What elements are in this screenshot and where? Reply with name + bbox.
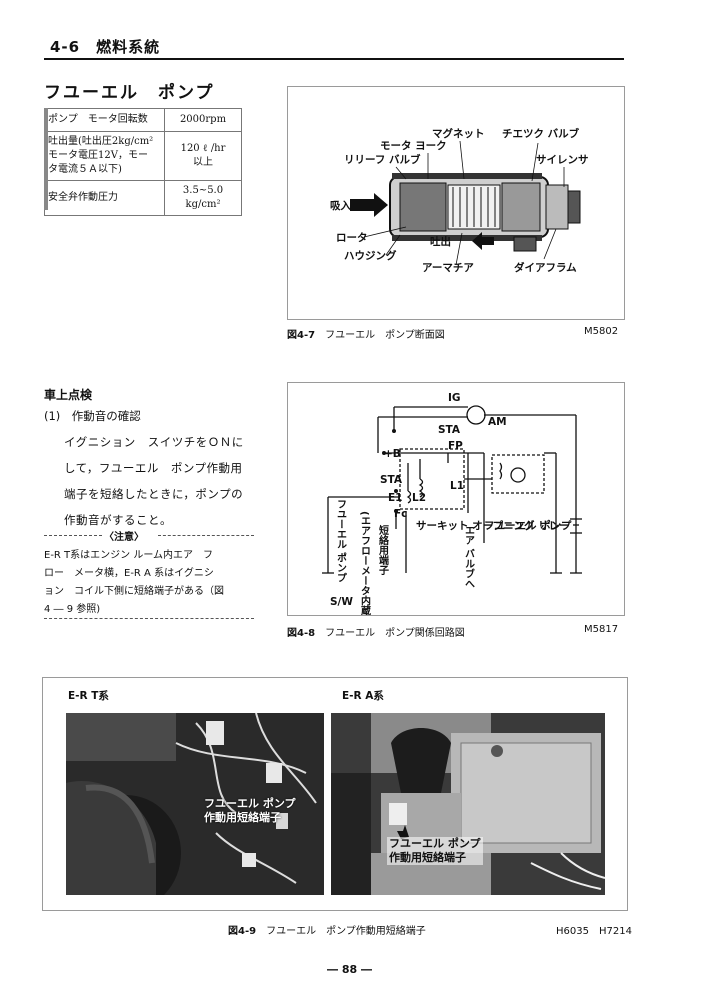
caption-text: フユーエル ポンプ断面図	[325, 330, 445, 341]
label-afm: (エアフローメータ内蔵)	[359, 511, 371, 615]
label-sw: S/W	[330, 596, 353, 608]
label-am: AM	[488, 416, 507, 428]
label-magnet: マグネット	[432, 127, 485, 140]
label-outlet: 吐出	[430, 235, 451, 248]
note-line: ロー メータ横，E-R A 系はイグニシ	[44, 568, 214, 579]
label-relay: サーキット オープニング リレー	[416, 519, 570, 532]
label-rotor: ロータ	[336, 232, 368, 244]
figure-4-9-caption: 図4-9 フユーエル ポンプ作動用短絡端子	[228, 922, 426, 937]
table-row: 吐出量(吐出圧2kg/cm² モータ電圧12V，モー タ電流５Ａ以下) 120 …	[44, 131, 242, 181]
label-armature: アーマチア	[422, 262, 474, 274]
body-line: イグニション スイツチをＯＮに	[64, 435, 244, 449]
engine-photo-rt: フユーエル ポンプ 作動用短絡端子	[66, 713, 324, 895]
photo-label-rt: E-R T系	[68, 690, 109, 702]
label-l1: L1	[450, 480, 464, 492]
spec-value: 3.5~5.0 kg/cm²	[164, 180, 242, 216]
figure-code: H6035 H7214	[556, 926, 632, 937]
label-intake: 吸入	[330, 200, 351, 212]
label-fc: Fc	[394, 508, 407, 520]
section-heading: 車上点検	[44, 388, 93, 402]
caption-text: フユーエル ポンプ関係回路図	[325, 628, 465, 639]
body-line: 端子を短絡したときに，ポンプの	[64, 487, 244, 501]
figure-4-7-caption: 図4-7 フユーエル ポンプ断面図	[287, 326, 445, 341]
check-item: (1) 作動音の確認	[44, 408, 141, 424]
pump-cross-section-diagram: マグネット モータ ヨーク チエツク バルブ リリーフ バルブ サイレンサ 吸入…	[330, 127, 589, 274]
label-ig: IG	[448, 392, 461, 404]
table-row: 安全弁作動圧力 3.5~5.0 kg/cm²	[44, 180, 242, 216]
item-title: 作動音の確認	[71, 409, 141, 423]
body-line: 作動音がすること。	[64, 513, 172, 527]
page-number: ― 88 ―	[327, 963, 372, 976]
label-sta: STA	[380, 474, 403, 486]
photo-rt-callout: フユーエル ポンプ 作動用短絡端子	[204, 797, 296, 824]
caption-number: 図4-7	[287, 330, 316, 341]
item-number: (1)	[44, 409, 61, 423]
label-housing: ハウジング	[344, 249, 397, 262]
section-header: 4-6 燃料系統	[50, 38, 161, 56]
caption-number: 図4-9	[228, 926, 257, 937]
note-line: 4 ― 9 参照)	[44, 604, 101, 615]
caption-number: 図4-8	[287, 628, 316, 639]
label-air-valve: エア バルブへ	[463, 525, 475, 588]
note-line: ョン コイル下側に短絡端子がある（図	[44, 586, 224, 597]
circuit-diagram: IG AM STA +B FP STA L1 E1 L2 Fc サーキット オー…	[322, 392, 582, 620]
label-sta-switch: STA	[438, 424, 461, 436]
table-shade-bar	[44, 108, 48, 210]
figure-4-8-frame: IG AM STA +B FP STA L1 E1 L2 Fc サーキット オー…	[287, 382, 625, 620]
label-fp: FP	[448, 440, 463, 452]
engine-photo-rt-art	[66, 713, 324, 895]
spec-label: ポンプ モータ回転数	[44, 108, 165, 132]
note-line: E-R T系はエンジン ルーム内エア フ	[44, 550, 214, 561]
label-silencer: サイレンサ	[536, 154, 589, 166]
photo-ra-callout: フユーエル ポンプ 作動用短絡端子	[387, 837, 483, 865]
figure-4-7-frame: マグネット モータ ヨーク チエツク バルブ リリーフ バルブ サイレンサ 吸入…	[287, 86, 625, 320]
label-b: +B	[384, 448, 401, 460]
label-e1: E1	[388, 492, 402, 504]
spec-label: 安全弁作動圧力	[44, 180, 165, 216]
label-relief-valve: リリーフ バルブ	[344, 153, 421, 166]
label-short-terminal: 短絡用端子	[377, 524, 390, 576]
figure-code: M5817	[584, 624, 619, 635]
photo-label-ra: E-R A系	[342, 690, 384, 702]
label-l2: L2	[412, 492, 426, 504]
spec-value: 120 ℓ /hr 以上	[164, 131, 242, 181]
note-rule	[44, 618, 254, 619]
label-pump-sw: フユーエル ポンプ	[335, 499, 347, 582]
figure-4-8-caption: 図4-8 フユーエル ポンプ関係回路図	[287, 624, 465, 639]
spec-value: 2000rpm	[164, 108, 242, 132]
label-yoke: モータ ヨーク	[380, 140, 447, 152]
header-rule	[44, 58, 624, 60]
engine-photo-ra: フユーエル ポンプ 作動用短絡端子	[331, 713, 605, 895]
note-rule	[158, 535, 254, 536]
spec-table: ポンプ モータ回転数 2000rpm 吐出量(吐出圧2kg/cm² モータ電圧1…	[44, 108, 242, 216]
label-diaphragm: ダイアフラム	[514, 261, 577, 274]
table-row: ポンプ モータ回転数 2000rpm	[44, 108, 242, 132]
note-label: 〈注意〉	[104, 532, 144, 543]
engine-photo-ra-art	[331, 713, 605, 895]
note-rule	[44, 535, 102, 536]
spec-label: 吐出量(吐出圧2kg/cm² モータ電圧12V，モー タ電流５Ａ以下)	[44, 131, 165, 181]
body-line: して，フユーエル ポンプ作動用	[64, 461, 243, 475]
label-fuel-pump: フユーエル ポンプ	[484, 519, 572, 532]
caption-text: フユーエル ポンプ作動用短絡端子	[266, 926, 426, 937]
label-check-valve: チエツク バルブ	[502, 127, 580, 140]
page-title: フユーエル ポンプ	[44, 83, 215, 103]
figure-code: M5802	[584, 326, 619, 337]
